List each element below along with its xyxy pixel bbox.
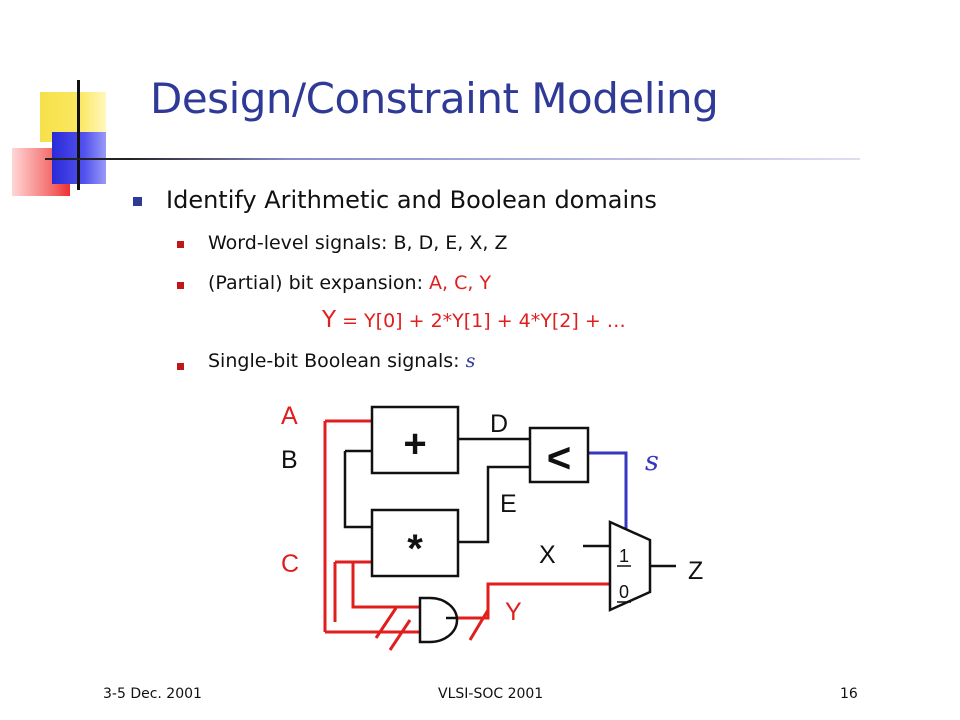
adder-symbol: +: [403, 422, 426, 466]
boolean-prefix: Single-bit Boolean signals:: [208, 350, 466, 372]
footer-page-number: 16: [840, 686, 858, 702]
label-y: Y: [505, 598, 522, 626]
formula-expression: = Y[0] + 2*Y[1] + 4*Y[2] + …: [336, 310, 626, 332]
title-underline: [45, 158, 860, 160]
mux-input-1: 1: [619, 546, 629, 566]
label-d: D: [490, 410, 508, 438]
mux-input-0: 0: [619, 582, 629, 602]
formula-variable: Y: [322, 307, 337, 333]
footer-date: 3-5 Dec. 2001: [103, 686, 202, 702]
multiplier-block: [370, 508, 460, 578]
sub-bullet-bit-expansion: (Partial) bit expansion: A, C, Y: [208, 272, 491, 294]
sub-bullet-marker: [177, 282, 184, 289]
word-level-signals: B, D, E, X, Z: [393, 232, 508, 254]
bullet-marker: [133, 197, 142, 206]
sub-bullet-boolean: Single-bit Boolean signals: s: [208, 350, 475, 372]
wire-c-to-and: [351, 562, 420, 609]
and-gate: [418, 596, 459, 644]
wire-e: [458, 465, 530, 544]
label-z: Z: [688, 557, 703, 585]
wire-b-to-multiplier: [343, 451, 372, 529]
label-c: C: [281, 550, 299, 578]
adder-block: [370, 405, 460, 475]
red-wires: [323, 419, 610, 651]
comparator-symbol: <: [547, 434, 572, 481]
wire-y: [455, 582, 610, 620]
label-a: A: [281, 402, 298, 430]
bit-expansion-prefix: (Partial) bit expansion:: [208, 272, 430, 294]
label-x: X: [539, 541, 556, 569]
label-b: B: [281, 446, 298, 474]
logo-vertical-line: [77, 80, 80, 190]
bus-slash-y: [468, 609, 490, 641]
bullet-main: Identify Arithmetic and Boolean domains: [166, 186, 657, 214]
boolean-signal: s: [465, 350, 476, 372]
bus-slash-a: [374, 607, 398, 639]
label-s: s: [645, 446, 659, 477]
multiplier-symbol: *: [407, 527, 423, 571]
bit-expansion-signals: A, C, Y: [429, 272, 492, 294]
wire-s: [588, 451, 628, 531]
comparator-block: [528, 426, 590, 484]
label-e: E: [500, 490, 517, 518]
bit-expansion-formula: Y = Y[0] + 2*Y[1] + 4*Y[2] + …: [322, 307, 626, 333]
black-wires: [343, 437, 676, 568]
slide-title: Design/Constraint Modeling: [150, 74, 719, 123]
sub-bullet-marker: [177, 363, 184, 370]
sub-bullet-word-level: Word-level signals: B, D, E, X, Z: [208, 232, 508, 254]
footer-conference: VLSI-SOC 2001: [438, 686, 544, 702]
bus-slash-c: [388, 619, 412, 651]
word-level-prefix: Word-level signals:: [208, 232, 394, 254]
sub-bullet-marker: [177, 241, 184, 248]
